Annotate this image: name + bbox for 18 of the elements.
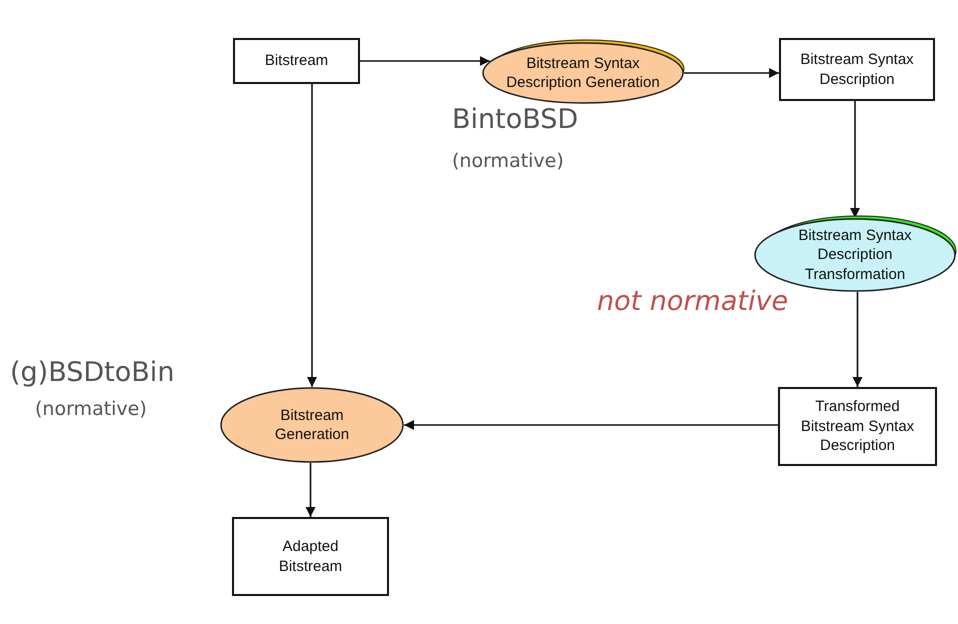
arrow [404,420,778,430]
arrow [360,56,490,66]
arrow [307,84,317,387]
arrow [684,68,779,78]
data-box: Bitstream Syntax Description [779,38,935,101]
data-box: Transformed Bitstream Syntax Description [778,387,937,466]
data-box: Bitstream [233,38,360,84]
label-text: (g)BSDtoBin [10,357,174,388]
label-text: (normative) [452,150,564,172]
process-ellipse: Bitstream Generation [220,387,404,463]
label-text: (normative) [35,398,147,420]
process-ellipse: Bitstream Syntax Description Generation [482,42,684,104]
arrow [852,292,862,387]
arrow [306,463,316,517]
label-text: BintoBSD [452,104,578,135]
arrow [850,101,860,218]
process-ellipse: Bitstream Syntax Description Transformation [754,218,956,292]
data-box: Adapted Bitstream [232,517,389,596]
